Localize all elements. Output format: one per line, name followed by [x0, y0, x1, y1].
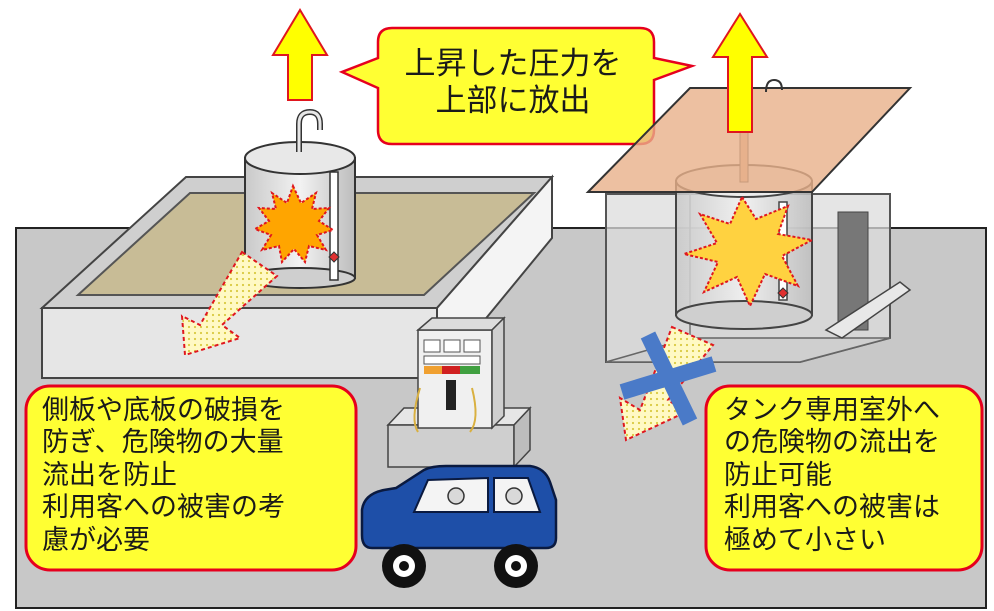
car-icon [360, 464, 558, 588]
left-note-box [24, 384, 358, 572]
up-arrow-left [271, 8, 329, 101]
explosion-icon [252, 183, 336, 265]
right-note-box [704, 384, 984, 572]
pressure-callout-text: 上昇した圧力を 上部に放出 [404, 46, 622, 120]
explosion-icon [680, 194, 816, 309]
left-note-text: 側板や底板の破損を 防ぎ、危険物の大量 流出を防止 利用客への被害の考 慮が必要 [42, 395, 285, 556]
cross-mark-icon [619, 331, 717, 426]
right-note-text: タンク専用室外へ の危険物の流出を 防止可能 利用客への被害は 極めて小さい [724, 395, 940, 556]
tank-left [244, 108, 356, 289]
outflow-arrow-left [180, 250, 279, 357]
roof-panel [585, 87, 913, 193]
up-arrow-right [711, 12, 769, 133]
fuel-pump-icon [386, 316, 532, 469]
